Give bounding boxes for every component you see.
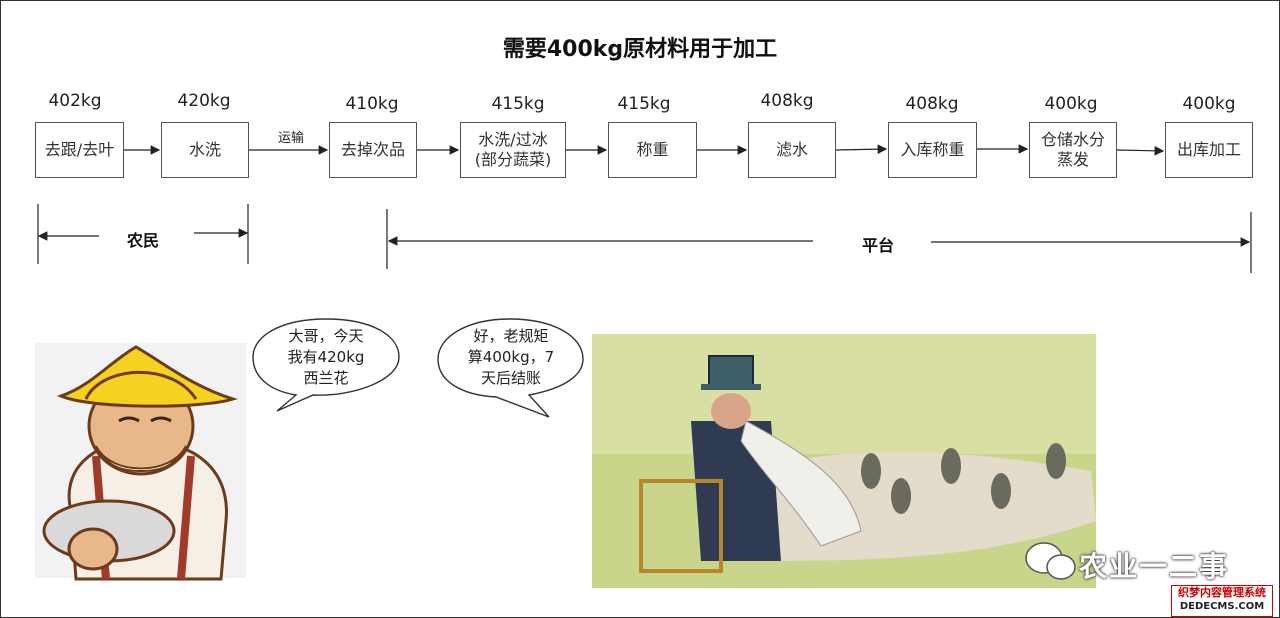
weight-label: 408kg	[905, 94, 959, 114]
zone-label-platform: 平台	[862, 236, 895, 255]
step-box: 仓储水分 蒸发	[1029, 122, 1117, 178]
bubble-text-farmer: 大哥，今天 我有420kg 西兰花	[287, 327, 365, 387]
weight-label: 408kg	[760, 91, 814, 111]
flow-arrow	[1116, 146, 1165, 156]
weight-label: 400kg	[1044, 94, 1098, 114]
speech-bubble-platform	[437, 318, 584, 418]
weight-label: 410kg	[345, 94, 399, 114]
step-box: 滤水	[748, 122, 836, 178]
watermark-site-cn: 织梦内容管理系统	[1178, 586, 1266, 599]
watermark-brand: 农业一二事	[1079, 550, 1230, 583]
weight-label: 400kg	[1182, 94, 1236, 114]
transport-label: 运输	[278, 131, 305, 146]
step-box: 去跟/去叶	[35, 122, 124, 178]
step-box: 水洗	[161, 122, 249, 178]
wechat-icon	[1025, 542, 1076, 580]
weight-label: 402kg	[48, 91, 102, 111]
step-box: 入库称重	[888, 122, 977, 178]
speech-bubble-farmer	[252, 318, 400, 412]
watermark-site-en: DEDECMS.COM	[1179, 601, 1265, 612]
watermark-badge: 织梦内容管理系统 DEDECMS.COM	[1171, 585, 1273, 617]
weight-label: 415kg	[617, 94, 671, 114]
platform-illustration	[592, 334, 1096, 588]
weight-label: 415kg	[491, 94, 545, 114]
flow-arrow	[835, 144, 888, 154]
diagram-title: 需要400kg原材料用于加工	[502, 37, 778, 62]
step-box: 去掉次品	[329, 122, 417, 178]
zone-label-farmer: 农民	[127, 231, 160, 250]
step-box: 称重	[608, 122, 697, 178]
farmer-illustration	[35, 343, 246, 581]
bubble-text-platform: 好，老规矩 算400kg，7 天后结账	[467, 327, 555, 387]
step-box: 水洗/过冰 (部分蔬菜)	[460, 122, 566, 178]
weight-label: 420kg	[177, 91, 231, 111]
step-box: 出库加工	[1165, 122, 1253, 178]
